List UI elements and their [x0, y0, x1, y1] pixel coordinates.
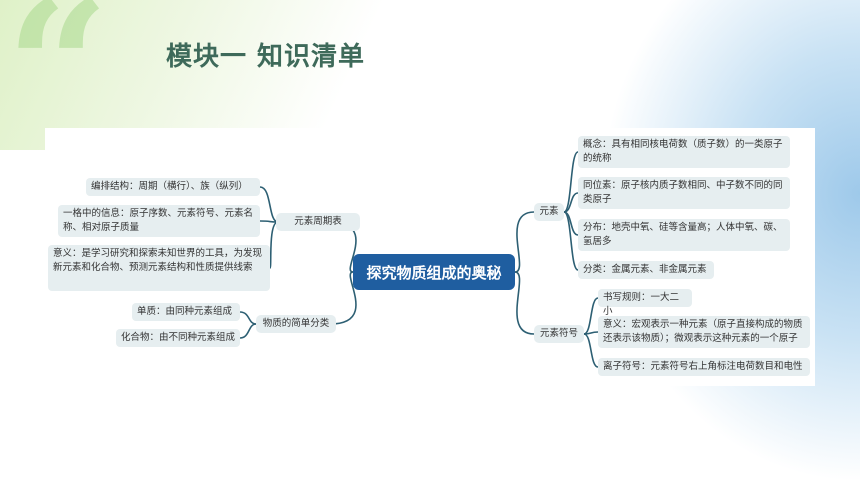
background-green-gradient — [0, 0, 480, 150]
branch-substance-classification[interactable]: 物质的简单分类 — [256, 315, 336, 333]
leaf-symbol-meaning[interactable]: 意义：宏观表示一种元素（原子直接构成的物质还表示该物质）；微观表示这种元素的一个… — [598, 316, 810, 348]
center-topic[interactable]: 探究物质组成的奥秘 — [353, 254, 515, 290]
leaf-ion-symbol[interactable]: 离子符号：元素符号右上角标注电荷数目和电性 — [598, 358, 810, 376]
branch-element[interactable]: 元素 — [534, 203, 564, 221]
leaf-elemental-substance[interactable]: 单质：由同种元素组成 — [132, 303, 240, 321]
branch-periodic-table[interactable]: 元素周期表 — [276, 213, 360, 231]
leaf-periodic-meaning[interactable]: 意义：是学习研究和探索未知世界的工具，为发现新元素和化合物、预测元素结构和性质提… — [48, 245, 270, 291]
leaf-element-classification[interactable]: 分类：金属元素、非金属元素 — [578, 261, 714, 279]
leaf-periodic-structure[interactable]: 编排结构：周期（横行）、族（纵列） — [86, 178, 260, 196]
leaf-element-distribution[interactable]: 分布：地壳中氧、硅等含量高；人体中氧、碳、氢居多 — [578, 219, 790, 251]
leaf-symbol-writing-rule[interactable]: 书写规则：一大二小 — [598, 289, 692, 317]
branch-element-symbol[interactable]: 元素符号 — [534, 325, 584, 343]
leaf-element-concept[interactable]: 概念：具有相同核电荷数（质子数）的一类原子的统称 — [578, 136, 790, 168]
leaf-periodic-cell-info[interactable]: 一格中的信息：原子序数、元素符号、元素名称、相对原子质量 — [58, 205, 260, 237]
leaf-compound[interactable]: 化合物：由不同种元素组成 — [116, 329, 240, 347]
leaf-isotope[interactable]: 同位素：原子核内质子数相同、中子数不同的同类原子 — [578, 177, 790, 209]
page-title: 模块一 知识清单 — [166, 42, 366, 72]
